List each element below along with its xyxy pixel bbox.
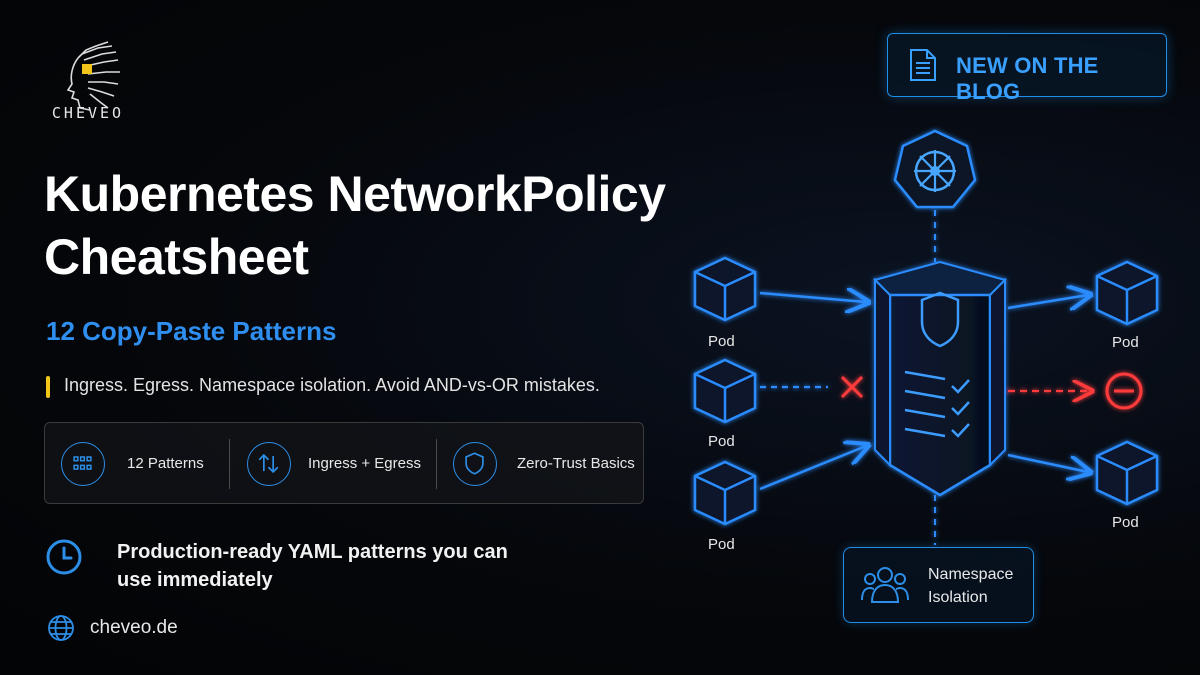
pod-cube-right-1 bbox=[1095, 260, 1159, 326]
feature-label-ingress-egress: Ingress + Egress bbox=[308, 455, 421, 472]
tagline: Ingress. Egress. Namespace isolation. Av… bbox=[64, 375, 600, 395]
policy-panel bbox=[873, 260, 1007, 497]
website-link[interactable]: cheveo.de bbox=[90, 617, 178, 638]
pod-cube-left-3 bbox=[693, 460, 757, 526]
arrows-up-down-icon bbox=[247, 442, 291, 486]
namespace-label-line1: Namespace bbox=[928, 566, 1014, 583]
egress-arrow-2 bbox=[1007, 453, 1088, 472]
namespace-label-line2: Isolation bbox=[928, 589, 988, 606]
features-box: 12 Patterns Ingress + Egress Zero-Trust … bbox=[44, 422, 644, 504]
clock-icon bbox=[46, 539, 82, 575]
badge-label: NEW ON THE BLOG bbox=[956, 53, 1099, 104]
feature-label-zero-trust: Zero-Trust Basics bbox=[517, 455, 635, 472]
cheveo-logo bbox=[66, 41, 120, 111]
divider bbox=[229, 439, 230, 489]
deny-circle-icon bbox=[1105, 372, 1143, 410]
deny-x-icon bbox=[840, 375, 864, 399]
pod-cube-left-1 bbox=[693, 256, 757, 322]
egress-arrow-1 bbox=[1007, 295, 1088, 308]
users-icon bbox=[861, 567, 909, 603]
divider bbox=[436, 439, 437, 489]
production-note-line1: Production-ready YAML patterns you can bbox=[117, 541, 508, 563]
grid-icon bbox=[61, 442, 105, 486]
page-title-line2: Cheatsheet bbox=[44, 229, 309, 285]
pod-label: Pod bbox=[1112, 334, 1139, 351]
feature-label-patterns: 12 Patterns bbox=[127, 455, 204, 472]
subtitle: 12 Copy-Paste Patterns bbox=[46, 316, 337, 346]
namespace-isolation-box: Namespace Isolation bbox=[843, 547, 1034, 623]
globe-icon bbox=[48, 615, 74, 641]
logo-text: CHEVEO bbox=[51, 104, 125, 122]
tagline-accent-bar bbox=[46, 376, 50, 398]
ingress-arrow-1 bbox=[759, 293, 866, 302]
kubernetes-icon bbox=[893, 129, 977, 209]
document-icon bbox=[910, 49, 936, 81]
pod-label: Pod bbox=[708, 433, 735, 450]
pod-cube-left-2 bbox=[693, 358, 757, 424]
production-note-line2: use immediately bbox=[117, 569, 273, 591]
ingress-arrow-3 bbox=[759, 446, 866, 491]
pod-label: Pod bbox=[708, 333, 735, 350]
page-title-line1: Kubernetes NetworkPolicy bbox=[44, 166, 666, 222]
new-on-blog-badge[interactable]: NEW ON THE BLOG bbox=[887, 33, 1167, 104]
network-policy-diagram: Pod Pod Pod Pod Pod bbox=[693, 129, 1159, 553]
pod-label: Pod bbox=[708, 536, 735, 553]
shield-icon bbox=[453, 442, 497, 486]
pod-label: Pod bbox=[1112, 514, 1139, 531]
pod-cube-right-2 bbox=[1095, 440, 1159, 506]
